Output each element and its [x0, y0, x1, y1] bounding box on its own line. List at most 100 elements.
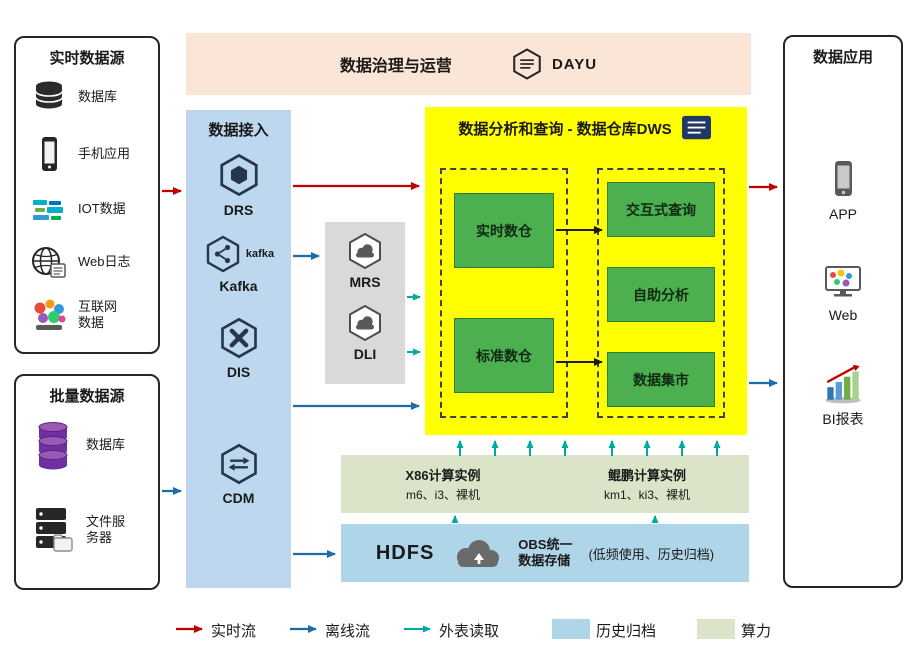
- column-title: 数据接入: [208, 122, 269, 139]
- self-service-analysis-box: 自助分析: [607, 267, 715, 322]
- source-label: 互联网数据: [78, 298, 118, 330]
- phone-icon: [42, 137, 57, 171]
- kunpeng-instances: 鲲鹏计算实例 km1、ki3、裸机: [545, 455, 749, 513]
- instance-title: 鲲鹏计算实例: [607, 468, 686, 483]
- legend-label-archive: 历史归档: [596, 623, 657, 640]
- app-item-web: Web: [785, 262, 901, 323]
- source-label: Web日志: [78, 253, 131, 269]
- mrs-icon: [349, 232, 381, 270]
- source-label: 数据库: [86, 436, 126, 452]
- app-item-bi: BI报表: [785, 362, 901, 429]
- list-item: 文件服务器: [29, 504, 136, 556]
- legend-swatch-compute: [697, 619, 735, 639]
- source-label: 数据库: [78, 88, 118, 104]
- panel-title: 数据应用: [812, 49, 873, 66]
- list-item: IOT数据: [29, 189, 126, 229]
- interactive-query-box: 交互式查询: [607, 182, 715, 237]
- governance-title: 数据治理与运营: [339, 58, 452, 75]
- legend-label-offline: 离线流: [325, 623, 371, 640]
- dws-title: 数据分析和查询 - 数据仓库DWS: [458, 120, 672, 138]
- web-log-globe-icon: [32, 247, 66, 278]
- service-label: CDM: [222, 490, 255, 506]
- service-item-dis: DIS: [186, 316, 291, 380]
- panel-data-applications: 数据应用 APP Web: [783, 35, 903, 588]
- green-box-label: 实时数仓: [476, 222, 532, 239]
- service-item-dli: DLI: [325, 303, 405, 362]
- app-label: Web: [828, 307, 858, 323]
- compute-services-box: MRS DLI: [325, 222, 405, 384]
- internet-data-icon: [34, 299, 66, 330]
- instance-detail: m6、i3、裸机: [405, 488, 480, 502]
- legend-label-realtime: 实时流: [211, 623, 257, 640]
- standard-warehouse-box: 标准数仓: [454, 318, 554, 393]
- database-purple-icon: [38, 422, 68, 470]
- legend-label-compute: 算力: [741, 623, 772, 640]
- panel-realtime-sources: 实时数据源 数据库 手机应用: [14, 36, 160, 354]
- source-label: IOT数据: [78, 200, 126, 216]
- dis-icon: [220, 317, 257, 359]
- cdm-icon: [220, 443, 257, 485]
- green-box-label: 自助分析: [633, 286, 689, 303]
- x86-instances: X86计算实例 m6、i3、裸机: [341, 455, 545, 513]
- kafka-wordmark: kafka: [245, 248, 275, 260]
- green-box-label: 数据集市: [633, 371, 689, 388]
- drs-icon: [219, 153, 258, 197]
- database-icon: [35, 81, 63, 109]
- obs-cloud-icon: [457, 540, 500, 567]
- hdfs-label: HDFS: [375, 541, 435, 564]
- kafka-icon: [206, 235, 240, 273]
- dayu-label: DAYU: [551, 55, 598, 73]
- realtime-warehouse-box: 实时数仓: [454, 193, 554, 268]
- dws-title-row: 数据分析和查询 - 数据仓库DWS: [425, 114, 747, 142]
- obs-line2: 数据存储: [518, 553, 571, 568]
- legend-label-external: 外表读取: [439, 623, 500, 640]
- bi-chart-icon: [825, 364, 861, 404]
- service-item-drs: DRS: [186, 152, 291, 218]
- list-item: 数据库: [29, 419, 125, 471]
- list-item: Web日志: [29, 242, 131, 282]
- web-monitor-icon: [825, 266, 861, 297]
- service-label: Kafka: [219, 278, 258, 294]
- service-label: DIS: [226, 364, 251, 380]
- instance-title: X86计算实例: [405, 468, 481, 483]
- data-mart-box: 数据集市: [607, 352, 715, 407]
- legend-swatch-archive: [552, 619, 590, 639]
- storage-box: HDFS OBS统一 数据存储 (低频使用、历史归档): [341, 524, 749, 582]
- green-box-label: 标准数仓: [476, 347, 532, 364]
- green-box-label: 交互式查询: [626, 201, 696, 218]
- dayu-brand: DAYU: [510, 47, 597, 81]
- app-label: APP: [828, 206, 857, 222]
- list-item: 数据库: [29, 77, 117, 117]
- panel-title: 实时数据源: [49, 50, 125, 67]
- service-label: MRS: [349, 274, 381, 290]
- kafka-icon-row: kafka: [203, 234, 274, 274]
- service-label: DRS: [223, 202, 254, 218]
- ingestion-column: 数据接入 DRS kafka Kafka: [186, 110, 291, 588]
- service-item-cdm: CDM: [186, 442, 291, 506]
- warehouse-group: [440, 168, 568, 418]
- panel-batch-sources: 批量数据源 数据库: [14, 374, 160, 590]
- service-item-mrs: MRS: [325, 231, 405, 290]
- obs-label: OBS统一 数据存储: [518, 537, 572, 570]
- app-label: BI报表: [822, 411, 864, 427]
- dws-analysis-box: 数据分析和查询 - 数据仓库DWS 实时数仓 标准数仓 交互式查询 自助分析 数…: [425, 107, 747, 435]
- app-item-app: APP: [785, 157, 901, 222]
- dayu-icon: [513, 48, 541, 80]
- dli-icon: [349, 304, 381, 342]
- instance-detail: km1、ki3、裸机: [603, 488, 690, 502]
- list-item: 互联网数据: [29, 295, 128, 335]
- service-item-kafka: kafka Kafka: [186, 234, 291, 294]
- service-label: DLI: [353, 346, 377, 362]
- panel-title: 批量数据源: [49, 388, 125, 405]
- list-item: 手机应用: [29, 134, 130, 174]
- governance-bar: 数据治理与运营 DAYU: [186, 33, 751, 95]
- obs-line1: OBS统一: [518, 536, 573, 552]
- dws-report-icon: [681, 115, 711, 140]
- query-group: [597, 168, 725, 418]
- app-phone-icon: [835, 161, 852, 196]
- iot-icon: [33, 200, 63, 220]
- compute-instances-box: X86计算实例 m6、i3、裸机 鲲鹏计算实例 km1、ki3、裸机: [341, 455, 749, 513]
- source-label: 手机应用: [78, 145, 131, 161]
- source-label: 文件服务器: [86, 513, 126, 545]
